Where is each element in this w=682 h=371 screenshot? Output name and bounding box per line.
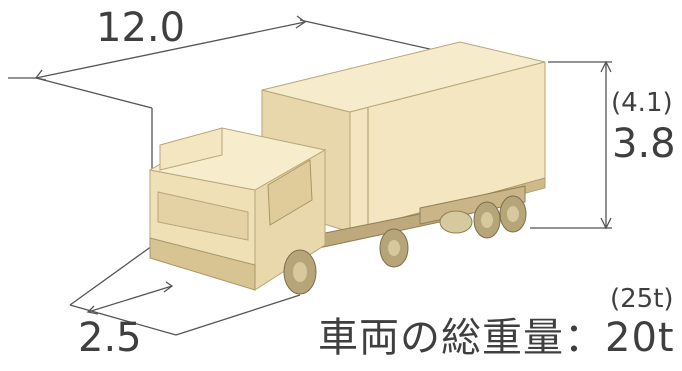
width-dimension-line bbox=[69, 245, 301, 336]
max-weight-label: (25t) bbox=[610, 284, 674, 314]
width-label: 2.5 bbox=[78, 315, 142, 361]
max-height-label: (4.1) bbox=[611, 88, 673, 118]
wheels bbox=[379, 195, 527, 268]
gross-weight-label: 車両の総重量：20t bbox=[318, 315, 675, 361]
front-wheel bbox=[283, 249, 317, 295]
height-dimension-line bbox=[530, 60, 612, 230]
cab bbox=[148, 127, 327, 291]
length-label: 12.0 bbox=[96, 5, 186, 51]
height-label: 3.8 bbox=[612, 121, 676, 167]
